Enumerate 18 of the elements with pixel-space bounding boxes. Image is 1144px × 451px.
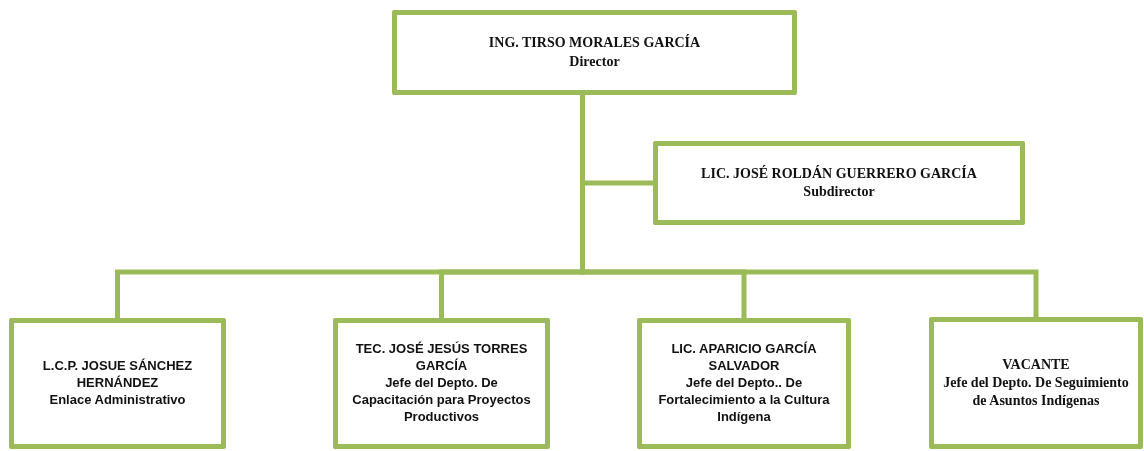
person-name: VACANTE xyxy=(1002,355,1070,374)
person-name: LIC. JOSÉ ROLDÁN GUERRERO GARCÍA xyxy=(701,164,977,183)
job-title: Director xyxy=(569,52,620,71)
org-box xyxy=(929,317,1143,449)
job-title: Jefe del Depto. De Seguimiento de Asuntos Indígenas xyxy=(942,373,1130,411)
job-title: Jefe del Depto.. De Fortalecimiento a la Cultura Indígena xyxy=(657,375,831,426)
org-box xyxy=(9,318,226,449)
org-box xyxy=(637,318,851,449)
person-name: LIC. APARICIO GARCÍA SALVADOR xyxy=(670,341,818,376)
person-name: ING. TIRSO MORALES GARCÍA xyxy=(488,34,701,53)
org-box xyxy=(333,318,550,449)
job-title: Subdirector xyxy=(803,183,875,201)
org-box xyxy=(392,10,797,95)
person-name: L.C.P. JOSUE SÁNCHEZ HERNÁNDEZ xyxy=(41,358,194,392)
job-title: Jefe del Depto. De Capacitación para Proyectos Productivos xyxy=(351,375,532,426)
org-box xyxy=(653,141,1025,225)
person-name: TEC. JOSÉ JESÚS TORRES GARCÍA xyxy=(354,341,529,376)
job-title: Enlace Administrativo xyxy=(49,391,186,409)
